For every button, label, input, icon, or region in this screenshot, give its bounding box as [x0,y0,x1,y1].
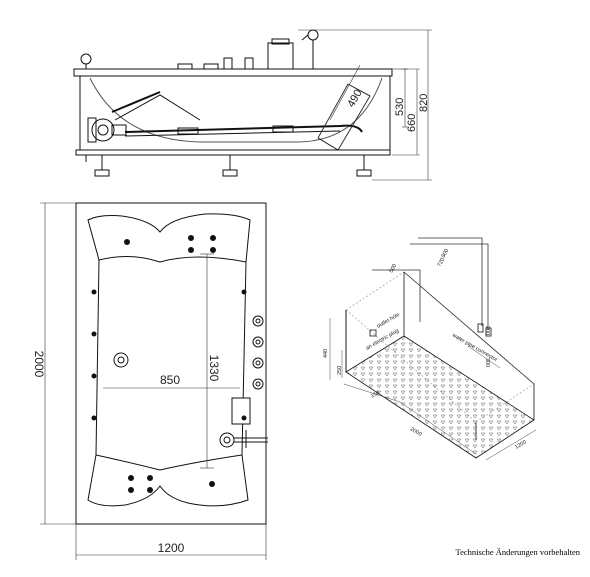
backrest [317,83,371,151]
iso-label-outlet: outlet hole [376,312,401,330]
iso-dim-500: 500 [389,263,399,274]
drain-icon [113,352,129,368]
dim-1200: 1200 [158,541,185,555]
jets [91,235,247,493]
headrest-bottom [95,454,243,471]
tub-outer-rim [75,202,267,525]
pump-motor [91,118,115,142]
dim-530: 530 [394,98,406,116]
iso-dim-200: 200 [484,326,490,335]
faucets [177,29,319,70]
spout-icon [219,432,235,448]
headrest-top [98,256,247,263]
footer-note: Technische Änderungen vorbehalten [455,547,581,557]
side-view [73,29,432,181]
dim-1330: 1330 [207,355,221,382]
iso-dim-800: 800 [441,248,451,259]
dim-2000: 2000 [32,351,46,378]
iso-dim-440: 440 [323,349,329,358]
iso-dim-150: 150 [370,390,381,400]
dim-850: 850 [160,373,180,387]
iso-dim-250: 250 [337,366,343,375]
tub-rim [73,68,393,77]
dim-820: 820 [418,94,430,112]
tub-inner-curve [89,77,383,143]
left-knob [80,53,92,65]
iso-dim-300: 300 [484,358,490,367]
faucet-block [231,397,251,425]
iso-dim-1200: 1200 [514,439,528,450]
iso-dim-720: 720 [437,257,447,268]
dim-660: 660 [406,114,418,132]
floor-pattern [345,335,535,459]
control-knobs [252,315,264,390]
dim-490: 490 [345,88,365,110]
tub-legs [85,155,372,177]
iso-dim-2000: 2000 [409,427,423,438]
iso-label-water: water pipe connector [450,332,498,363]
iso-view [329,237,537,461]
top-view [40,202,268,560]
tub-basin [87,213,251,507]
